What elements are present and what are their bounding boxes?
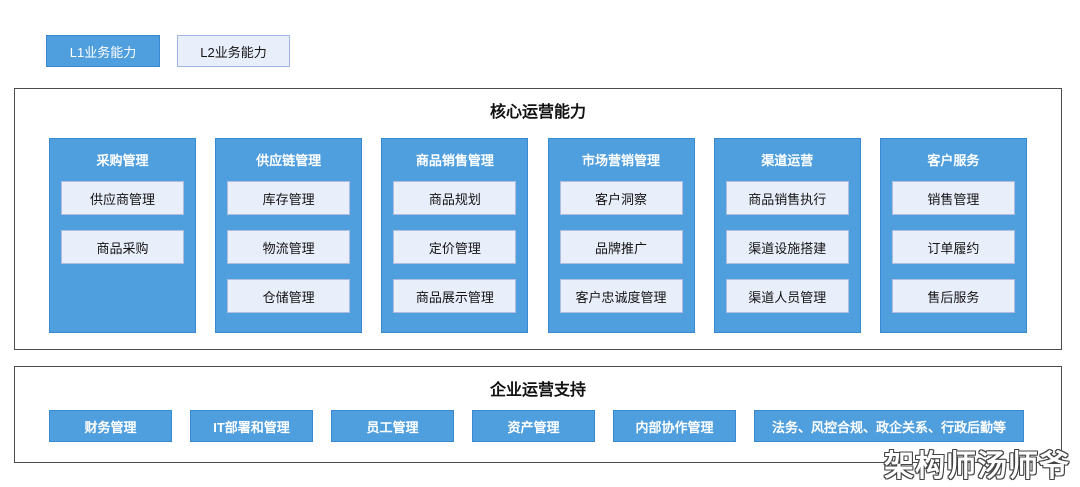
core-operations-section: 核心运营能力 采购管理 供应商管理商品采购 供应链管理 库存管理物流管理仓储管理… xyxy=(14,88,1062,350)
support-capability-box: IT部署和管理 xyxy=(190,410,313,442)
support-capability-box: 资产管理 xyxy=(472,410,595,442)
l2-capability-box: 品牌推广 xyxy=(559,230,683,264)
capability-column: 渠道运营 商品销售执行渠道设施搭建渠道人员管理 xyxy=(713,138,861,333)
l2-capability-box: 供应商管理 xyxy=(61,181,184,215)
capability-column-title: 渠道运营 xyxy=(761,153,814,168)
capability-column: 市场营销管理 客户洞察品牌推广客户忠诚度管理 xyxy=(547,138,695,333)
core-section-title: 核心运营能力 xyxy=(489,104,586,121)
capability-column: 采购管理 供应商管理商品采购 xyxy=(49,138,196,333)
l2-capability-box: 渠道设施搭建 xyxy=(725,230,849,264)
l2-capability-box: 客户洞察 xyxy=(559,181,683,215)
l2-capability-box: 库存管理 xyxy=(227,181,351,215)
support-capability-box: 内部协作管理 xyxy=(613,410,736,442)
support-capability-box: 员工管理 xyxy=(331,410,454,442)
capability-column-items: 商品规划定价管理商品展示管理 xyxy=(382,181,527,313)
capability-column-title: 市场营销管理 xyxy=(582,153,661,168)
capability-column-title: 供应链管理 xyxy=(256,153,322,168)
l2-capability-box: 商品销售执行 xyxy=(725,181,849,215)
l2-capability-box: 商品采购 xyxy=(61,230,184,264)
capability-column-title: 采购管理 xyxy=(96,153,149,168)
l2-capability-box: 销售管理 xyxy=(891,181,1015,215)
capability-column: 商品销售管理 商品规划定价管理商品展示管理 xyxy=(381,138,529,333)
l2-capability-box: 订单履约 xyxy=(891,230,1015,264)
l2-capability-box: 商品展示管理 xyxy=(393,279,517,313)
capability-column-items: 客户洞察品牌推广客户忠诚度管理 xyxy=(549,181,694,313)
enterprise-support-section: 企业运营支持 财务管理 IT部署和管理员工管理资产管理内部协作管理法务、风控合规、… xyxy=(14,366,1062,463)
capability-column-title: 客户服务 xyxy=(927,153,980,168)
capability-column-items: 供应商管理商品采购 xyxy=(50,181,195,264)
legend-l1-capability: L1业务能力 xyxy=(46,35,160,67)
legend-l2-capability: L2业务能力 xyxy=(177,35,290,67)
l2-capability-box: 物流管理 xyxy=(227,230,351,264)
watermark: 架构师汤师爷 xyxy=(884,450,1070,483)
capability-column-items: 库存管理物流管理仓储管理 xyxy=(216,181,361,313)
support-section-title: 企业运营支持 xyxy=(489,382,586,399)
l2-capability-box: 客户忠诚度管理 xyxy=(559,279,683,313)
support-row: 财务管理 IT部署和管理员工管理资产管理内部协作管理法务、风控合规、政企关系、行政… xyxy=(49,410,1024,442)
capability-column: 供应链管理 库存管理物流管理仓储管理 xyxy=(215,138,363,333)
support-capability-box: 法务、风控合规、政企关系、行政后勤等 xyxy=(754,410,1024,442)
l2-capability-box: 渠道人员管理 xyxy=(725,279,849,313)
l2-capability-box: 定价管理 xyxy=(393,230,517,264)
l2-capability-box: 仓储管理 xyxy=(227,279,351,313)
capability-column: 客户服务 销售管理订单履约售后服务 xyxy=(879,138,1027,333)
capability-column-items: 销售管理订单履约售后服务 xyxy=(881,181,1026,313)
support-capability-box: 财务管理 xyxy=(49,410,172,442)
capability-column-items: 商品销售执行渠道设施搭建渠道人员管理 xyxy=(715,181,860,313)
capability-column-title: 商品销售管理 xyxy=(415,153,494,168)
l2-capability-box: 售后服务 xyxy=(891,279,1015,313)
l2-capability-box: 商品规划 xyxy=(393,181,517,215)
core-columns: 采购管理 供应商管理商品采购 供应链管理 库存管理物流管理仓储管理 商品销售管理… xyxy=(49,138,1027,333)
